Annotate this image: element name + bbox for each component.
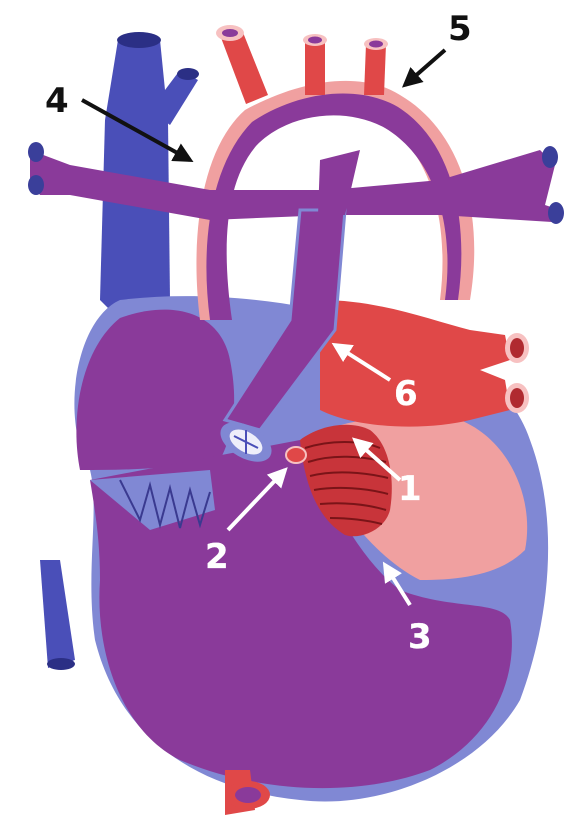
label-1: 1	[398, 469, 422, 509]
inferior-vena-cava	[40, 560, 75, 670]
label-3: 3	[408, 617, 432, 657]
aortic-orifice	[286, 447, 306, 463]
arrow-5	[405, 50, 445, 85]
label-4: 4	[45, 81, 69, 121]
left-atrium	[320, 300, 529, 427]
label-2: 2	[205, 537, 229, 577]
label-5: 5	[448, 9, 472, 49]
label-6: 6	[394, 374, 418, 414]
